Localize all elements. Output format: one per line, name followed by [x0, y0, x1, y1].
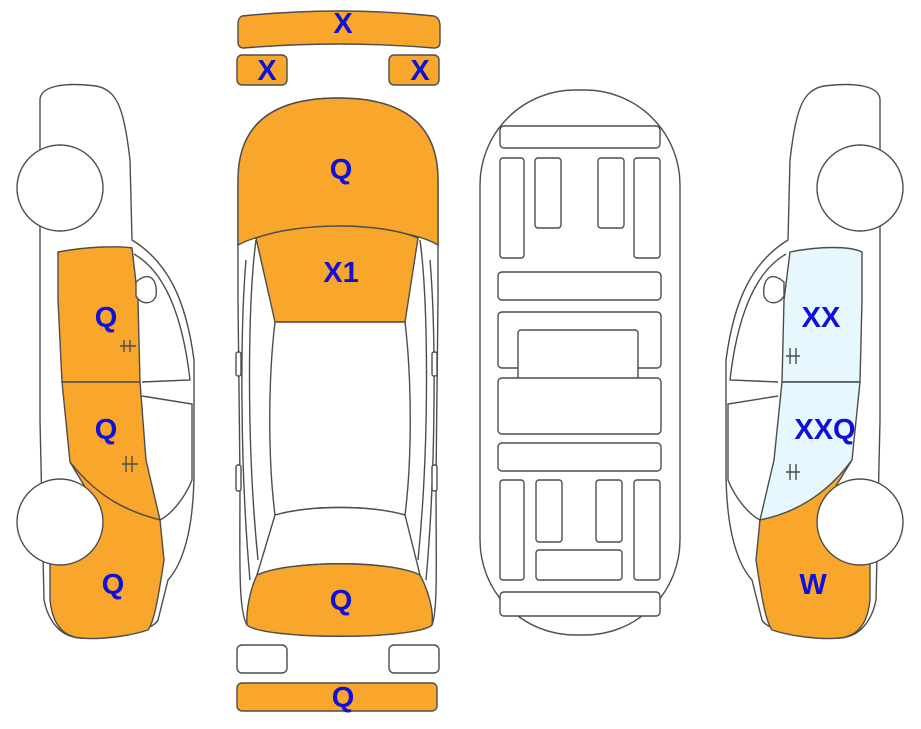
left-mirror — [235, 351, 242, 377]
right-mirror-side — [763, 276, 785, 304]
left-rear-fender-label: Q — [102, 569, 125, 601]
under-panel-3 — [534, 157, 562, 229]
right-front-wheel — [816, 144, 904, 232]
right-rear-light[interactable] — [388, 644, 440, 674]
left-rear-wheel — [16, 478, 104, 566]
roof[interactable] — [269, 321, 411, 516]
right-front-window-label: XX — [802, 302, 841, 334]
under-panel-6 — [497, 271, 662, 301]
under-panel-5 — [633, 157, 661, 259]
right-side-glass-line-inner — [425, 259, 435, 581]
right-rear-fender-label: W — [799, 569, 827, 601]
right-fog-light[interactable] — [388, 54, 440, 86]
rear-bumper[interactable] — [236, 682, 438, 712]
hood-label: Q — [330, 154, 353, 186]
left-side-glass-line — [248, 239, 259, 561]
under-panel-16 — [499, 591, 661, 617]
left-rear-door-handle — [122, 456, 138, 472]
right-rear-wheel — [816, 478, 904, 566]
left-fog-light[interactable] — [236, 54, 288, 86]
underbody-view — [479, 89, 681, 636]
left-rear-light[interactable] — [236, 644, 288, 674]
under-panel-14 — [633, 479, 661, 581]
trunk[interactable] — [246, 563, 434, 637]
front-bumper-label: X — [333, 8, 353, 40]
under-panel-4 — [597, 157, 625, 229]
right-rear-door-handle — [786, 464, 800, 480]
left-mirror-side — [135, 276, 157, 304]
left-fog-light-label: X — [257, 55, 277, 87]
under-panel-10 — [497, 442, 662, 472]
left-rear-window[interactable] — [141, 395, 193, 521]
windshield[interactable] — [255, 225, 419, 323]
under-panel-2 — [499, 157, 525, 259]
right-side-view: XX XXQ W — [725, 83, 904, 640]
right-front-door-handle — [786, 348, 800, 364]
left-side-view: Q Q Q — [16, 83, 195, 640]
right-window-frame-rear — [727, 395, 779, 521]
windshield-label: X1 — [323, 257, 358, 289]
right-mirror — [431, 351, 438, 377]
right-window-frame — [729, 253, 787, 383]
left-front-window[interactable] — [133, 253, 191, 383]
under-panel-9 — [497, 377, 662, 435]
left-front-door-handle — [120, 340, 136, 352]
under-panel-15 — [535, 549, 623, 581]
under-panel-11 — [499, 479, 525, 581]
left-front-wheel — [16, 144, 104, 232]
left-rear-handle — [235, 464, 242, 492]
rear-bumper-label: Q — [332, 682, 355, 714]
front-bumper[interactable] — [237, 10, 441, 49]
left-side-glass-line-inner — [241, 259, 251, 581]
trunk-label: Q — [330, 585, 353, 617]
under-panel-12 — [535, 479, 563, 543]
left-front-door-label: Q — [95, 302, 118, 334]
right-fog-light-label: X — [410, 55, 430, 87]
left-rear-door-label: Q — [95, 414, 118, 446]
under-panel-13 — [595, 479, 623, 543]
under-panel-1 — [499, 125, 661, 149]
top-view-car: X X X Q X1 Q Q — [235, 8, 441, 714]
right-rear-handle — [431, 464, 438, 492]
right-rear-window-label: XXQ — [794, 414, 855, 446]
right-side-glass-line — [417, 239, 428, 561]
